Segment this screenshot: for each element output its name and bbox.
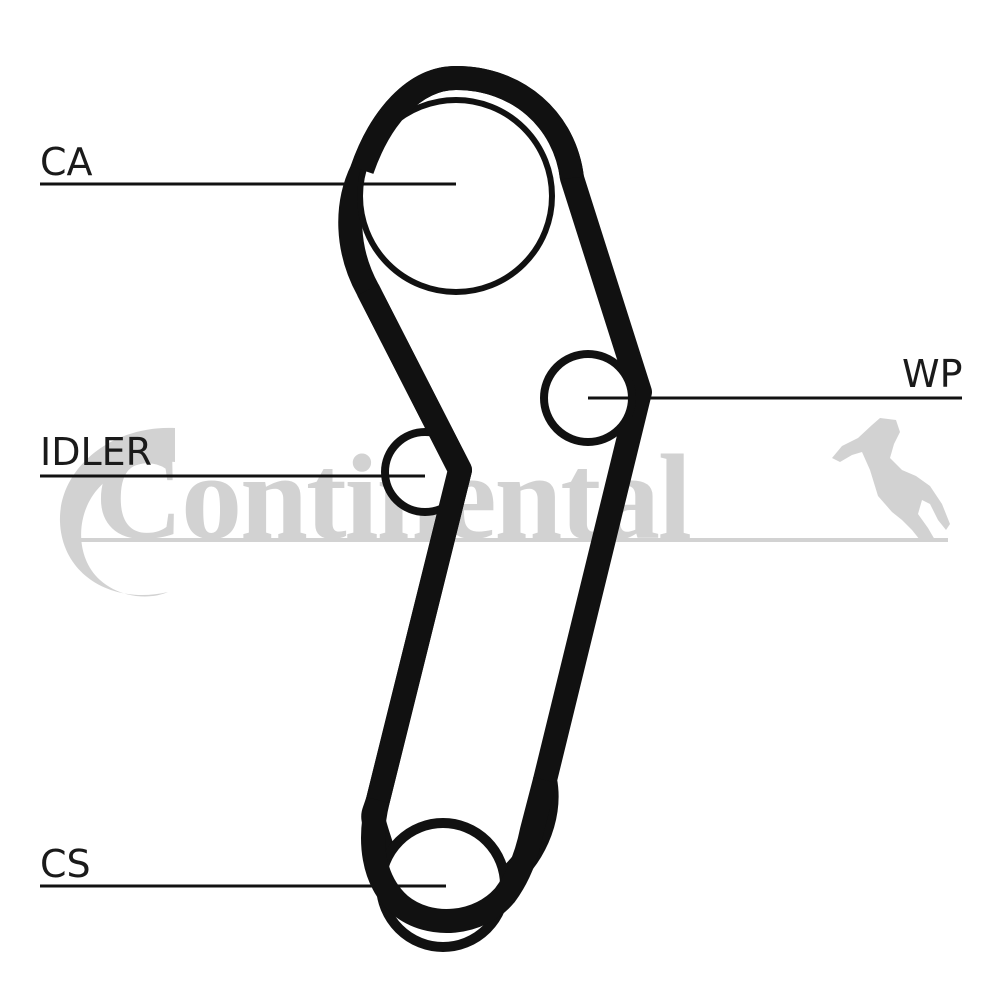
wp-label: WP xyxy=(902,352,963,396)
horse-logo-icon xyxy=(832,418,950,540)
watermark-c-swoosh xyxy=(59,427,175,597)
cs-label: CS xyxy=(40,842,91,886)
ca-label: CA xyxy=(40,140,93,184)
timing-belt-bottom-arc xyxy=(361,776,557,933)
timing-belt-idler-segment xyxy=(357,284,472,803)
continental-watermark: Continental xyxy=(59,418,950,597)
watermark-underline xyxy=(70,538,948,542)
idler-label: IDLER xyxy=(40,430,153,474)
timing-belt-top-arc xyxy=(350,65,584,180)
camshaft-pulley xyxy=(357,97,555,295)
